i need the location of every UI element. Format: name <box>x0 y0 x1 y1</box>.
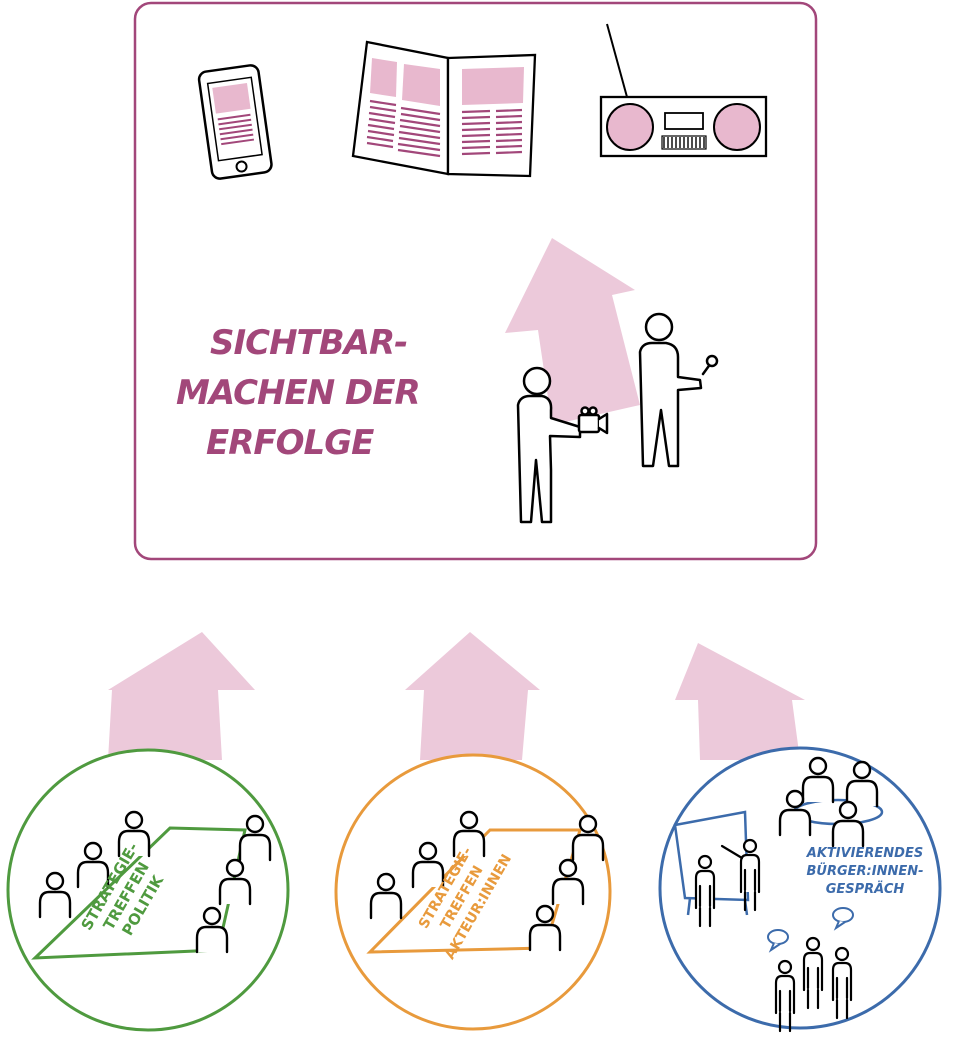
arrow-akteure <box>405 632 540 760</box>
citizen-label-line-2: BÜRGER:INNEN- <box>806 864 924 879</box>
presentation-board <box>673 810 750 902</box>
camera-person-icon <box>516 366 609 524</box>
strategy-meeting-politics-circle: STRATEGIE- TREFFEN POLITIK <box>6 748 290 1032</box>
main-title-line-1: SICHTBAR- <box>210 323 408 363</box>
inner-arrow <box>505 238 640 425</box>
microphone-person-icon <box>638 312 719 468</box>
citizen-dialogue-label: AKTIVIERENDES BÜRGER:INNEN- GESPRÄCH <box>790 845 940 899</box>
citizen-label-line-1: AKTIVIERENDES <box>806 846 924 861</box>
main-title: SICHTBAR- MACHEN DER ERFOLGE <box>176 318 421 468</box>
newspaper-icon <box>351 40 537 178</box>
speech-bubble-icon <box>832 907 854 931</box>
strategy-meeting-actors-circle: STRATEGIE- TREFFEN AKTEUR:INNEN <box>334 753 612 1031</box>
main-title-line-3: ERFOLGE <box>206 423 374 463</box>
smartphone-icon <box>197 64 273 180</box>
citizen-label-line-3: GESPRÄCH <box>825 882 905 897</box>
speech-bubble-icon <box>767 929 789 953</box>
citizen-dialogue-circle <box>658 746 942 1033</box>
radio-icon <box>599 23 768 158</box>
main-title-line-2: MACHEN DER <box>176 373 421 413</box>
arrow-buerger <box>675 643 805 760</box>
arrow-politik <box>108 632 255 760</box>
